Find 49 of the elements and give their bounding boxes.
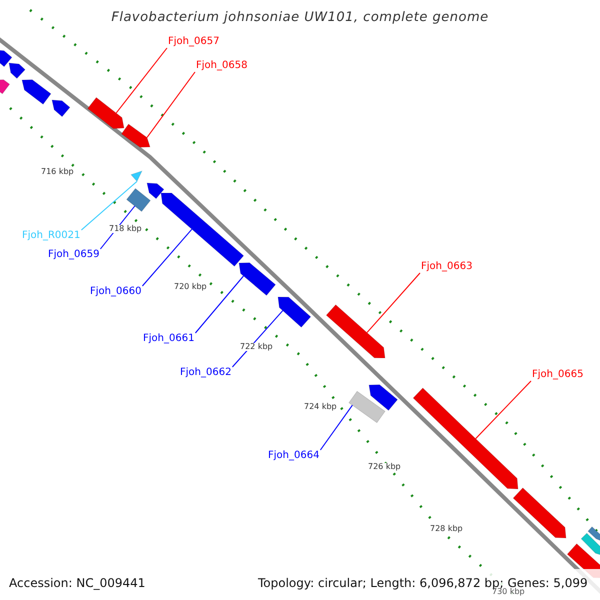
gene-feature: [121, 124, 150, 148]
gene-feature: [238, 262, 276, 296]
leader-line: [194, 276, 244, 334]
gene-feature: [326, 304, 386, 358]
leader-line: [475, 380, 532, 440]
position-label: 718 kbp: [108, 225, 143, 233]
gene-feature: [588, 526, 600, 543]
title: Flavobacterium johnsoniae UW101, complete genome: [110, 11, 490, 24]
position-label: 728 kbp: [429, 525, 464, 533]
gene-label: Fjoh_0661: [143, 334, 194, 344]
gene-feature: [52, 100, 70, 118]
position-label: 724 kbp: [303, 403, 338, 411]
gene-label: Fjoh_0658: [196, 61, 248, 71]
gene-feature: [130, 170, 143, 182]
leader-line: [146, 72, 196, 138]
position-label: 720 kbp: [173, 283, 208, 291]
position-label: 730 kbp: [492, 588, 525, 596]
gene-feature: [87, 97, 124, 129]
footer-text: Accession: NC_009441: [9, 577, 146, 589]
gene-feature: [8, 62, 26, 79]
position-label: 722 kbp: [239, 343, 274, 351]
gene-feature: [512, 487, 566, 538]
gene-label: Fjoh_0660: [90, 287, 142, 297]
leader-line: [366, 272, 420, 334]
leader-line: [320, 404, 353, 450]
gene-feature: [160, 192, 244, 267]
gene-label: Fjoh_0664: [268, 451, 320, 461]
gene-feature: [126, 188, 151, 212]
leader-line: [116, 48, 168, 114]
gene-label: Fjoh_0663: [421, 262, 472, 272]
gene-feature: [0, 50, 12, 68]
gene-feature: [278, 296, 312, 328]
gene-feature: [348, 390, 386, 424]
gene-feature: [22, 79, 52, 105]
position-label: 726 kbp: [367, 463, 402, 471]
gene-feature: [368, 384, 398, 411]
gene-feature: [580, 532, 600, 556]
gene-label: Fjoh_0662: [180, 368, 232, 378]
gene-label: Fjoh_0657: [168, 37, 220, 47]
gene-feature: [0, 79, 10, 94]
gene-feature: [412, 388, 518, 490]
footer-text: Topology: circular; Length: 6,096,872 bp; Genes: 5,099: [258, 577, 588, 589]
leader-line: [232, 310, 284, 368]
gene-label: Fjoh_0659: [48, 250, 100, 260]
gene-label: Fjoh_0665: [532, 370, 584, 380]
leader-line: [142, 228, 192, 286]
gene-label: Fjoh_R0021: [22, 231, 80, 241]
position-label: 716 kbp: [40, 168, 75, 176]
gene-feature: [146, 182, 164, 200]
